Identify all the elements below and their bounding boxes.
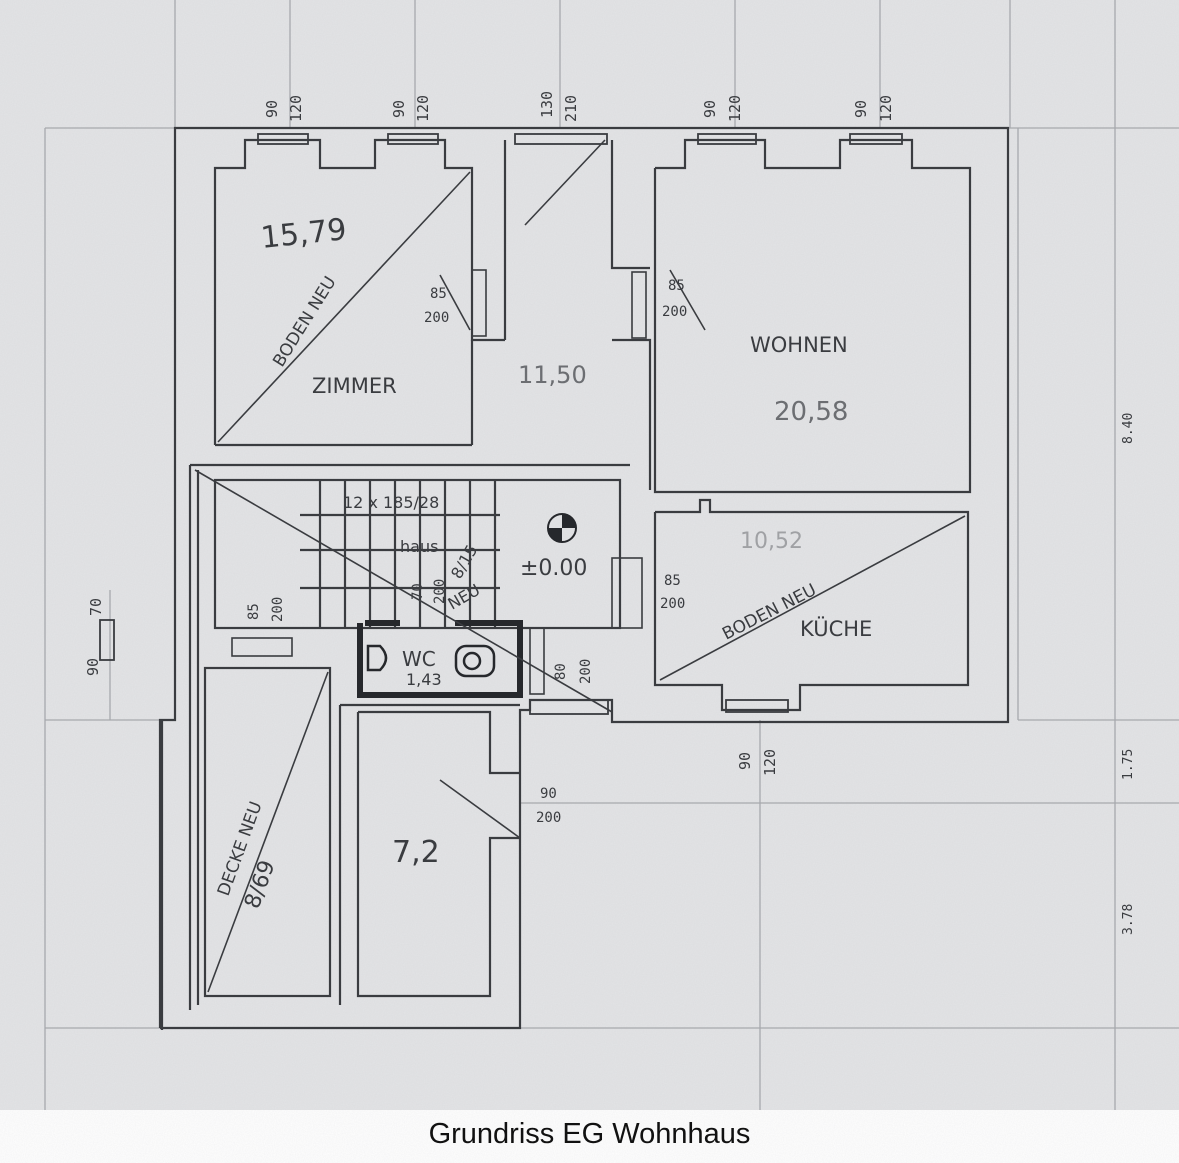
margin-mark-1: 8.40 — [1121, 413, 1136, 444]
stair-label: 12 x 185/28 — [343, 493, 439, 512]
d-lower-width: 90 — [540, 786, 557, 802]
w5-width: 90 — [852, 100, 870, 118]
kueche-label: KÜCHE — [800, 616, 872, 641]
w4-height: 120 — [726, 95, 744, 122]
wc-walls — [357, 620, 523, 698]
level-label: ±0.00 — [520, 556, 587, 581]
wc-fixtures — [366, 644, 496, 678]
w1-height: 120 — [287, 95, 305, 122]
d-side-width: 70 — [410, 583, 426, 600]
d-stair-width: 85 — [246, 603, 262, 620]
margin-mark-3: 3.78 — [1121, 904, 1136, 935]
mid-room-area: 7,2 — [392, 835, 440, 870]
w4-width: 90 — [701, 100, 719, 118]
d-zimmer-width: 85 — [430, 286, 447, 302]
d-wohnen-height: 200 — [662, 304, 687, 320]
diagonal-marks — [194, 139, 966, 993]
w3-width: 130 — [538, 91, 556, 118]
w3-height: 210 — [562, 95, 580, 122]
margin-mark-2: 1.75 — [1121, 749, 1136, 780]
d-kueche-width: 85 — [664, 573, 681, 589]
walls — [158, 126, 1010, 1030]
side-window-height: 70 — [87, 598, 105, 616]
d-stair-height: 200 — [270, 597, 286, 622]
windows — [99, 133, 903, 715]
w6-width: 90 — [736, 752, 754, 770]
wc-area: 1,43 — [406, 670, 442, 689]
w5-height: 120 — [877, 95, 895, 122]
w2-width: 90 — [390, 100, 408, 118]
d-wohnen-width: 85 — [668, 278, 685, 294]
doors — [231, 269, 647, 695]
side-window-width: 90 — [84, 658, 102, 676]
flur-area: 11,50 — [518, 361, 587, 389]
w2-height: 120 — [414, 95, 432, 122]
d-lower-height: 200 — [536, 810, 561, 826]
kueche-area: 10,52 — [740, 529, 803, 554]
d-zimmer-height: 200 — [424, 310, 449, 326]
paper-grain — [0, 0, 1179, 1110]
wohnen-label: WOHNEN — [750, 333, 848, 357]
d-wc-height: 200 — [578, 659, 594, 684]
w6-height: 120 — [761, 749, 779, 776]
d-wc-width: 80 — [553, 663, 569, 680]
level-symbol — [547, 513, 577, 543]
wc-label: WC — [402, 647, 436, 671]
plan-caption: Grundriss EG Wohnhaus — [428, 1118, 751, 1150]
d-kueche-height: 200 — [660, 596, 685, 612]
w1-width: 90 — [263, 100, 281, 118]
stair-scribble: haus — [400, 537, 438, 556]
zimmer-label: ZIMMER — [312, 374, 397, 398]
wohnen-area: 20,58 — [774, 397, 848, 427]
d-side-height: 200 — [432, 579, 448, 604]
